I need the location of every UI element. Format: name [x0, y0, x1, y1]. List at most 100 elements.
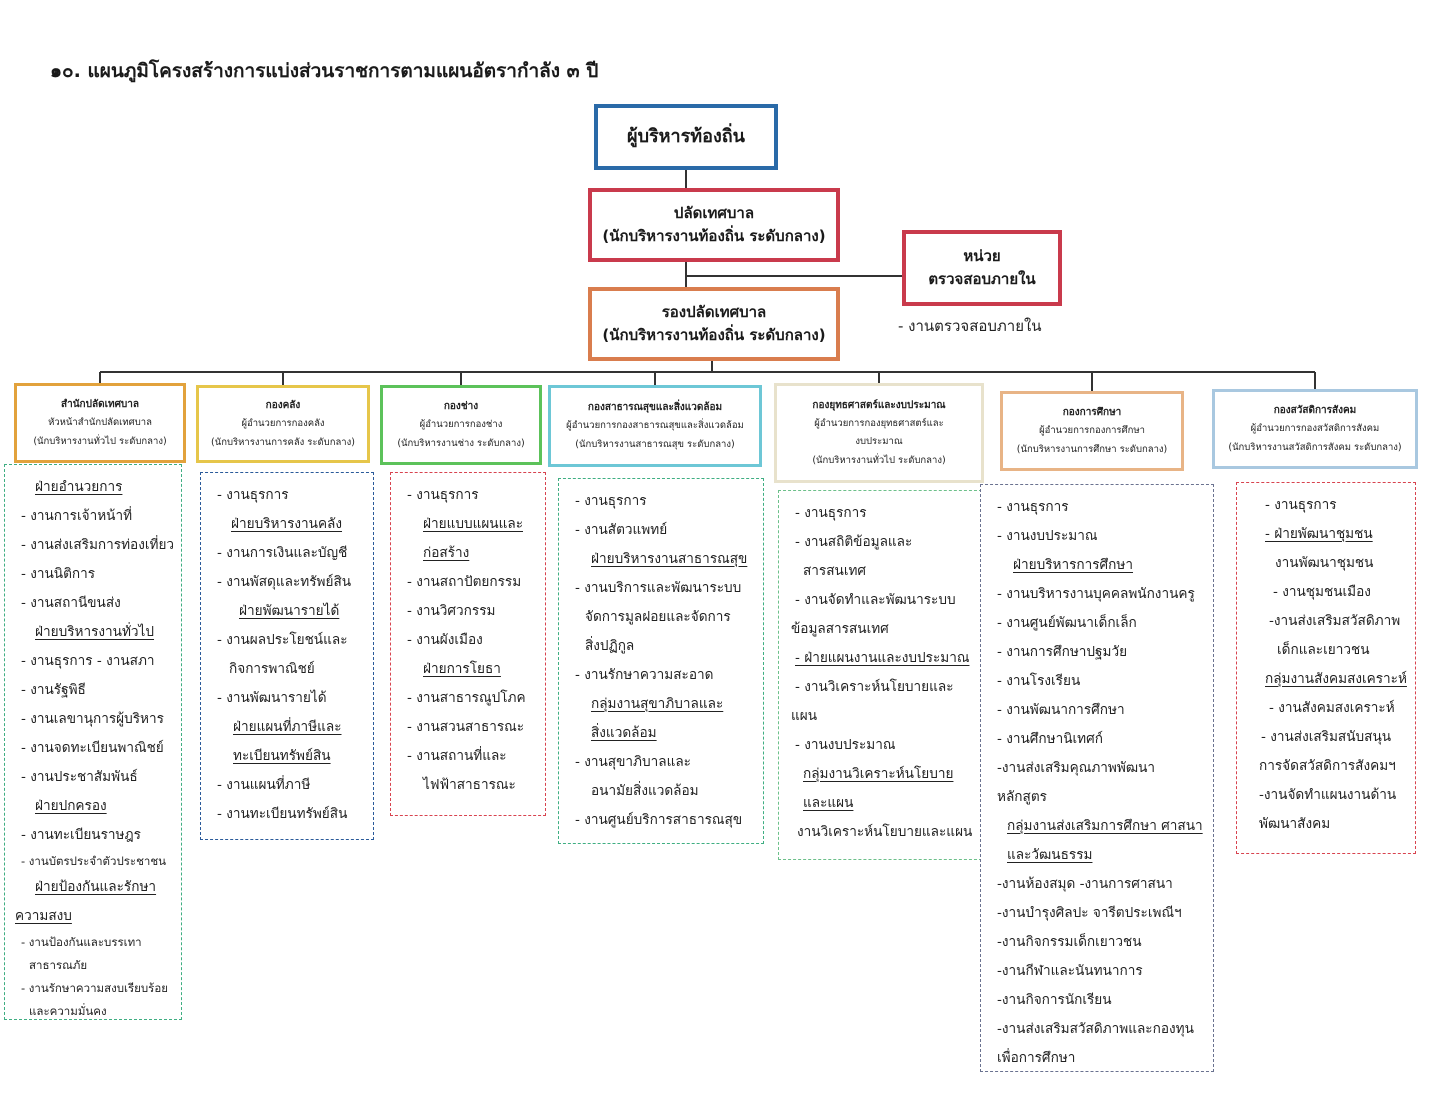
department-box-6: กองการศึกษาผู้อำนวยการกองการศึกษา(นักบริ…: [1000, 391, 1184, 471]
task-item: - งานวิศวกรรม: [407, 603, 496, 619]
task-item: - งานศูนย์บริการสาธารณสุข: [575, 812, 743, 828]
department-head: หัวหน้าสำนักปลัดเทศบาล: [48, 417, 152, 429]
task-item: - งานผังเมือง: [407, 632, 483, 648]
department-task-list-6: - งานธุรการ- งานงบประมาณฝ่ายบริหารการศึก…: [980, 484, 1214, 1072]
task-item: - งานสถาปัตยกรรม: [407, 574, 522, 590]
task-item: - งานรัฐพิธี: [21, 682, 86, 698]
department-head: ผู้อำนวยการกองยุทธศาสตร์และ: [814, 418, 944, 430]
task-item: - งานบริหารงานบุคคลพนักงานครู: [997, 586, 1195, 602]
task-item: - งานสถิติข้อมูลและ: [795, 534, 913, 550]
deputy-clerk-box: รองปลัดเทศบาล (นักบริหารงานท้องถิ่น ระดั…: [588, 287, 840, 361]
task-item: - งานธุรการ: [575, 493, 647, 509]
task-item: - งานนิติการ: [21, 566, 96, 582]
department-level: (นักบริหารงานทั่วไป ระดับกลาง): [33, 435, 167, 447]
division-heading: ทะเบียนทรัพย์สิน: [233, 748, 331, 764]
department-task-list-7: - งานธุรการ - ฝ่ายพัฒนาชุมชนงานพัฒนาชุมชน…: [1236, 482, 1416, 854]
task-item: -งานส่งเสริมสวัสดิภาพ: [1269, 613, 1401, 629]
division-heading: ก่อสร้าง: [423, 545, 470, 561]
department-name: กองยุทธศาสตร์และงบประมาณ: [812, 400, 946, 412]
task-item: สารสนเทศ: [803, 563, 867, 579]
division-heading: - ฝ่ายแผนงานและงบประมาณ: [795, 650, 970, 666]
division-heading: สิ่งแวดล้อม: [591, 725, 657, 741]
task-item: แผน: [791, 708, 818, 724]
department-name: สำนักปลัดเทศบาล: [60, 399, 140, 411]
task-item: สาธารณภัย: [29, 958, 88, 972]
task-item: งานวิเคราะห์นโยบายและแผน: [797, 824, 973, 840]
clerk-box: ปลัดเทศบาล (นักบริหารงานท้องถิ่น ระดับกล…: [588, 188, 840, 262]
division-heading: ฝ่ายอำนวยการ: [35, 479, 123, 495]
task-item: - งานการเงินและบัญชี: [217, 545, 348, 561]
task-item: สิ่งปฏิกูล: [585, 638, 635, 654]
task-item: - งานพัฒนาการศึกษา: [997, 702, 1125, 718]
deputy-title: รองปลัดเทศบาล: [661, 302, 767, 321]
department-level: (นักบริหารงานสาธารณสุข ระดับกลาง): [575, 438, 735, 450]
department-level: (นักบริหารงานช่าง ระดับกลาง): [397, 437, 525, 449]
task-item: - งานรักษาความสะอาด: [575, 667, 714, 683]
page-title: ๑๐. แผนภูมิโครงสร้างการแบ่งส่วนราชการตาม…: [50, 60, 599, 82]
department-task-list-2: - งานธุรการฝ่ายบริหารงานคลัง- งานการเงิน…: [200, 472, 374, 840]
task-item: - งานพัสดุและทรัพย์สิน: [217, 574, 352, 590]
internal-audit-box: หน่วย ตรวจสอบภายใน: [902, 230, 1062, 306]
task-item: - งานธุรการ: [997, 499, 1069, 515]
task-item: เพื่อการศึกษา: [997, 1050, 1076, 1066]
division-heading: ฝ่ายแผนที่ภาษีและ: [233, 719, 342, 735]
task-item: - งานธุรการ: [217, 487, 289, 503]
task-item: -งานกิจการนักเรียน: [997, 992, 1112, 1008]
department-name: กองช่าง: [443, 401, 479, 413]
department-task-list-3: - งานธุรการฝ่ายแบบแผนและก่อสร้าง- งานสถา…: [390, 472, 546, 816]
division-heading: ฝ่ายบริหารการศึกษา: [1013, 557, 1134, 573]
task-item: - งานสัตวแพทย์: [575, 522, 668, 538]
department-head: ผู้อำนวยการกองสวัสดิการสังคม: [1250, 423, 1380, 435]
task-item: - งานธุรการ: [1265, 497, 1337, 513]
task-item: - งานบริการและพัฒนาระบบ: [575, 580, 742, 596]
task-item: -งานกีฬาและนันทนาการ: [997, 963, 1143, 979]
division-heading: กลุ่มงานสังคมสงเคราะห์: [1265, 671, 1407, 687]
division-heading: และแผน: [803, 795, 854, 811]
department-head-line2: งบประมาณ: [855, 436, 903, 448]
division-heading: ฝ่ายการโยธา: [423, 661, 501, 677]
task-item: - งานผลประโยชน์และ: [217, 632, 348, 648]
division-heading: - ฝ่ายพัฒนาชุมชน: [1265, 526, 1373, 542]
department-box-1: สำนักปลัดเทศบาลหัวหน้าสำนักปลัดเทศบาล (นั…: [14, 383, 186, 463]
department-head: ผู้อำนวยการกองสาธารณสุขและสิ่งแวดล้อม: [566, 420, 744, 432]
task-item: - งานชุมชนเมือง: [1273, 584, 1371, 600]
task-item: - งานศูนย์พัฒนาเด็กเล็ก: [997, 615, 1137, 631]
division-heading: และวัฒนธรรม: [1007, 847, 1093, 863]
task-item: ไฟฟ้าสาธารณะ: [423, 777, 516, 793]
department-level: (นักบริหารงานสวัสดิการสังคม ระดับกลาง): [1228, 441, 1402, 453]
executive-title: ผู้บริหารท้องถิ่น: [627, 126, 745, 148]
audit-title: หน่วย: [963, 246, 1001, 265]
task-item: - งานทะเบียนราษฎร: [21, 827, 141, 843]
task-item: และความมั่นคง: [29, 1004, 107, 1018]
task-item: - งานธุรการ: [795, 505, 867, 521]
division-heading: กลุ่มงานส่งเสริมการศึกษา ศาสนา: [1007, 818, 1203, 834]
audit-subtitle: ตรวจสอบภายใน: [928, 270, 1036, 288]
division-heading: กลุ่มงานวิเคราะห์นโยบาย: [803, 766, 954, 782]
task-item: - งานการศึกษาปฐมวัย: [997, 644, 1128, 660]
task-item: -งานส่งเสริมคุณภาพพัฒนา: [997, 760, 1156, 776]
department-level: (นักบริหารงานการศึกษา ระดับกลาง): [1016, 443, 1168, 455]
task-item: จัดการมูลฝอยและจัดการ: [585, 609, 731, 625]
task-item: - งานส่งเสริมการท่องเที่ยว: [21, 537, 175, 553]
task-item: - งานประชาสัมพันธ์: [21, 769, 138, 785]
task-item: - งานพัฒนารายได้: [217, 690, 327, 706]
task-item: - งานเลขานุการผู้บริหาร: [21, 711, 164, 727]
deputy-level: (นักบริหารงานท้องถิ่น ระดับกลาง): [602, 326, 826, 344]
department-head: ผู้อำนวยการกองช่าง: [419, 419, 503, 431]
division-heading: ฝ่ายพัฒนารายได้: [239, 603, 340, 619]
department-box-7: กองสวัสดิการสังคมผู้อำนวยการกองสวัสดิการ…: [1212, 389, 1418, 469]
clerk-level: (นักบริหารงานท้องถิ่น ระดับกลาง): [602, 227, 826, 245]
department-head: ผู้อำนวยการกองคลัง: [241, 418, 325, 430]
division-heading: ฝ่ายป้องกันและรักษา: [35, 879, 157, 895]
task-item: - งานบัตรประจำตัวประชาชน: [21, 854, 167, 868]
department-box-3: กองช่างผู้อำนวยการกองช่าง (นักบริหารงานช่…: [380, 385, 542, 465]
department-head: ผู้อำนวยการกองการศึกษา: [1039, 425, 1145, 437]
task-item: - งานรักษาความสงบเรียบร้อย: [21, 981, 169, 995]
task-item: งานพัฒนาชุมชน: [1275, 555, 1374, 571]
division-heading: ฝ่ายบริหารงานสาธารณสุข: [591, 551, 748, 567]
task-item: - งานการเจ้าหน้าที่: [21, 508, 133, 524]
task-item: -งานห้องสมุด -งานการศาสนา: [997, 876, 1173, 892]
task-item: - งานธุรการ - งานสภา: [21, 653, 155, 669]
department-name: กองสวัสดิการสังคม: [1273, 405, 1357, 417]
task-item: - งานสังคมสงเคราะห์: [1269, 700, 1395, 716]
